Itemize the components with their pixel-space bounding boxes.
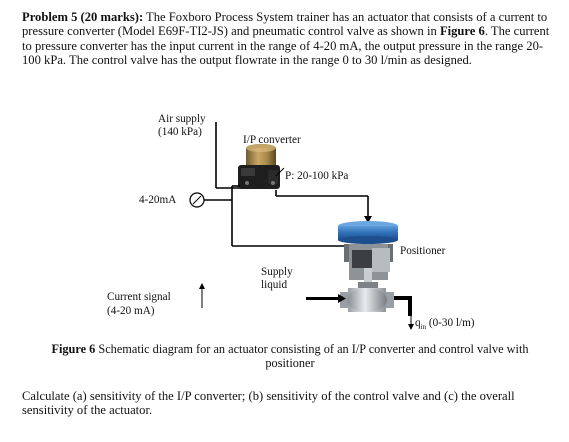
air-supply-pressure-label: (140 kPa) xyxy=(158,126,202,138)
caption-text: Schematic diagram for an actuator consis… xyxy=(95,342,529,370)
figure-caption: Figure 6 Schematic diagram for an actuat… xyxy=(40,342,540,371)
flow-rate-label: qin (0-30 l/m) xyxy=(415,317,475,334)
question-text: Calculate (a) sensitivity of the I/P con… xyxy=(22,389,515,418)
pressure-range-label: P: 20-100 kPa xyxy=(285,170,349,182)
caption-label: Figure 6 xyxy=(51,342,96,356)
ip-converter-label: I/P converter xyxy=(243,134,301,146)
current-signal-range-label: (4-20 mA) xyxy=(107,305,155,317)
current-input-label: 4-20mA xyxy=(139,194,177,206)
liquid-label: liquid xyxy=(261,279,288,291)
air-line-to-valve xyxy=(231,200,344,247)
air-supply-label: Air supply xyxy=(158,113,206,125)
current-signal-label: Current signal xyxy=(107,291,171,303)
problem-text-2: . The current to pressure converter has … xyxy=(22,24,550,68)
problem-heading: Problem 5 (20 marks): xyxy=(22,10,144,24)
supply-label: Supply xyxy=(261,266,293,278)
liquid-outlet-pipe xyxy=(394,296,414,330)
problem-statement: Problem 5 (20 marks): The Foxboro Proces… xyxy=(22,10,552,68)
current-signal-arrow xyxy=(199,283,205,308)
current-input-line xyxy=(189,185,240,208)
liquid-supply-arrow xyxy=(306,294,346,303)
control-valve-device xyxy=(338,221,398,312)
figure-reference: Figure 6 xyxy=(439,24,485,39)
ip-converter-device xyxy=(238,144,280,189)
pressure-output-line xyxy=(275,167,372,223)
flow-subscript: in xyxy=(420,323,427,332)
flow-symbol: q xyxy=(415,317,421,329)
positioner-label: Positioner xyxy=(400,245,446,257)
flow-range: (0-30 l/m) xyxy=(426,317,475,329)
problem-text-1: The Foxboro Process System trainer has a… xyxy=(22,10,548,39)
